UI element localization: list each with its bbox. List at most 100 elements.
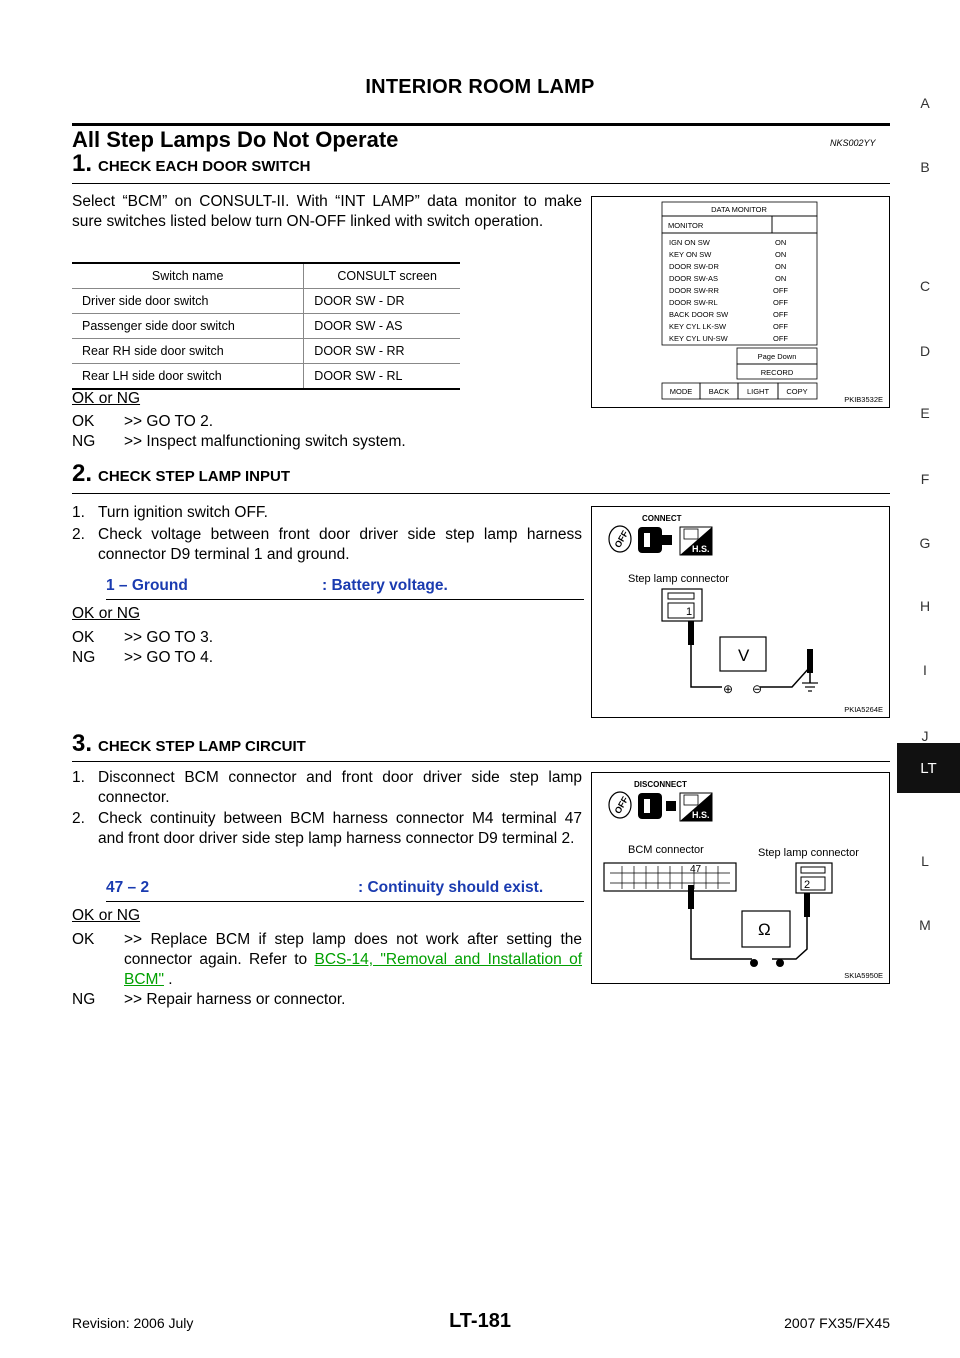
svg-text:OFF: OFF xyxy=(773,322,788,331)
data-monitor-screen: DATA MONITOR MONITOR IGN ON SW ON KEY ON … xyxy=(661,201,818,400)
table-header-switch-name: Switch name xyxy=(72,262,304,289)
svg-text:2: 2 xyxy=(804,879,810,891)
figure-step-lamp-input: OFF CONNECT H.S. Step lamp connector 1 xyxy=(591,506,890,718)
step-3-spec-rule xyxy=(106,901,584,902)
svg-text:MODE: MODE xyxy=(670,387,693,396)
svg-text:BCM connector: BCM connector xyxy=(628,844,704,856)
svg-text:1: 1 xyxy=(686,606,692,618)
svg-text:KEY CYL UN-SW: KEY CYL UN-SW xyxy=(669,334,729,343)
svg-text:47: 47 xyxy=(690,864,702,875)
index-g[interactable]: G xyxy=(919,535,931,551)
svg-text:Step lamp connector: Step lamp connector xyxy=(628,573,729,585)
minus-terminal-icon: ⊖ xyxy=(752,682,762,696)
step-3-rule xyxy=(72,761,890,762)
index-l[interactable]: L xyxy=(921,853,929,869)
svg-text:BACK DOOR SW: BACK DOOR SW xyxy=(669,310,729,319)
svg-text:H.S.: H.S. xyxy=(692,810,710,820)
step-2-spec-right: : Battery voltage. xyxy=(322,577,448,594)
connector-icon xyxy=(638,527,672,553)
harness-side-icon: H.S. xyxy=(679,792,713,822)
svg-text:BACK: BACK xyxy=(709,387,729,396)
svg-text:ON: ON xyxy=(775,262,786,271)
svg-text:OFF: OFF xyxy=(773,298,788,307)
step-2-ok-or-ng: OK or NG xyxy=(72,605,141,622)
step-3-spec-right: : Continuity should exist. xyxy=(358,879,544,896)
footer-revision: Revision: 2006 July xyxy=(72,1315,194,1331)
page-header-title: INTERIOR ROOM LAMP xyxy=(365,76,595,98)
step-2-item-1: 1.Turn ignition switch OFF. xyxy=(72,504,268,521)
plus-terminal-icon: ⊕ xyxy=(723,682,733,696)
monitor-label: MONITOR xyxy=(668,221,704,230)
svg-text:H.S.: H.S. xyxy=(692,544,710,554)
section-code: NKS002YY xyxy=(830,138,876,148)
svg-text:Page Down: Page Down xyxy=(758,352,797,361)
header-rule xyxy=(72,123,890,126)
step-3-ok-or-ng: OK or NG xyxy=(72,907,141,924)
step-3-item-1: 1.Disconnect BCM connector and front doo… xyxy=(72,769,582,806)
svg-text:OFF: OFF xyxy=(773,334,788,343)
record-button xyxy=(736,363,818,380)
connector-icon xyxy=(638,793,676,819)
svg-text:CONNECT: CONNECT xyxy=(642,514,682,523)
footer-model: 2007 FX35/FX45 xyxy=(784,1315,890,1331)
step-2-item-2: 2.Check voltage between front door drive… xyxy=(72,526,582,563)
data-monitor-title: DATA MONITOR xyxy=(711,205,767,214)
step-1-ok-or-ng: OK or NG xyxy=(72,390,141,407)
step-3-result-ok: OK>> Replace BCM if step lamp does not w… xyxy=(72,931,582,988)
svg-text:OFF: OFF xyxy=(773,286,788,295)
svg-text:KEY CYL LK-SW: KEY CYL LK-SW xyxy=(669,322,727,331)
svg-text:V: V xyxy=(738,646,750,665)
index-f[interactable]: F xyxy=(920,471,930,487)
step-1-result-ok: OK>> GO TO 2. xyxy=(72,413,214,430)
index-i[interactable]: I xyxy=(923,662,927,678)
continuity-check-diagram: OFF DISCONNECT H.S. BCM connector Step l… xyxy=(603,780,859,967)
step-2-result-ok: OK>> GO TO 3. xyxy=(72,629,214,646)
removal-installation-bcm-link[interactable]: BCS-14, "Removal and Installation of BCM… xyxy=(124,951,582,988)
figure-2-code: PKIA5264E xyxy=(844,705,883,714)
svg-text:IGN ON SW: IGN ON SW xyxy=(669,238,711,247)
step-2-spec-left: 1 – Ground xyxy=(106,577,188,594)
index-a[interactable]: A xyxy=(920,95,930,111)
figure-step-lamp-circuit: OFF DISCONNECT H.S. BCM connector Step l… xyxy=(591,772,890,984)
step-2-rule xyxy=(72,493,890,494)
svg-text:Step lamp connector: Step lamp connector xyxy=(758,847,859,859)
index-b[interactable]: B xyxy=(920,159,930,175)
voltage-check-diagram: OFF CONNECT H.S. Step lamp connector 1 xyxy=(608,514,818,696)
figure-1-code: PKIB3532E xyxy=(844,395,883,404)
svg-text:ON: ON xyxy=(775,250,786,259)
step-2-spec-rule xyxy=(106,599,584,600)
svg-text:DOOR SW-AS: DOOR SW-AS xyxy=(669,274,718,283)
svg-text:OFF: OFF xyxy=(773,310,788,319)
footer-page-number: LT-181 xyxy=(449,1310,511,1332)
copy-button xyxy=(777,382,818,400)
step-2-result-ng: NG>> GO TO 4. xyxy=(72,649,214,666)
index-e[interactable]: E xyxy=(920,405,930,421)
svg-text:DOOR SW-RR: DOOR SW-RR xyxy=(669,286,719,295)
index-d[interactable]: D xyxy=(919,343,931,359)
step-1-heading: 1.CHECK EACH DOOR SWITCH xyxy=(72,150,311,177)
index-lt-active-tab[interactable]: LT xyxy=(897,743,960,793)
step-1-intro: Select “BCM” on CONSULT-II. With “INT LA… xyxy=(72,193,582,230)
index-m[interactable]: M xyxy=(919,917,931,933)
step-1-rule xyxy=(72,183,890,184)
svg-text:RECORD: RECORD xyxy=(761,368,794,377)
index-h[interactable]: H xyxy=(919,598,931,614)
svg-text:ON: ON xyxy=(775,274,786,283)
harness-side-icon: H.S. xyxy=(679,526,713,556)
step-lamp-connector: 2 xyxy=(795,862,833,894)
step-1-result-ng: NG>> Inspect malfunctioning switch syste… xyxy=(72,433,406,450)
bcm-connector: 47 xyxy=(603,862,737,892)
figure-3-code: SKIA5950E xyxy=(844,971,883,980)
svg-text:KEY ON SW: KEY ON SW xyxy=(669,250,712,259)
index-c[interactable]: C xyxy=(919,278,931,294)
table-header-consult-screen: CONSULT screen xyxy=(303,262,460,289)
ignition-key-icon: OFF xyxy=(608,525,632,553)
index-j[interactable]: J xyxy=(921,728,929,744)
svg-text:Ω: Ω xyxy=(758,920,771,939)
